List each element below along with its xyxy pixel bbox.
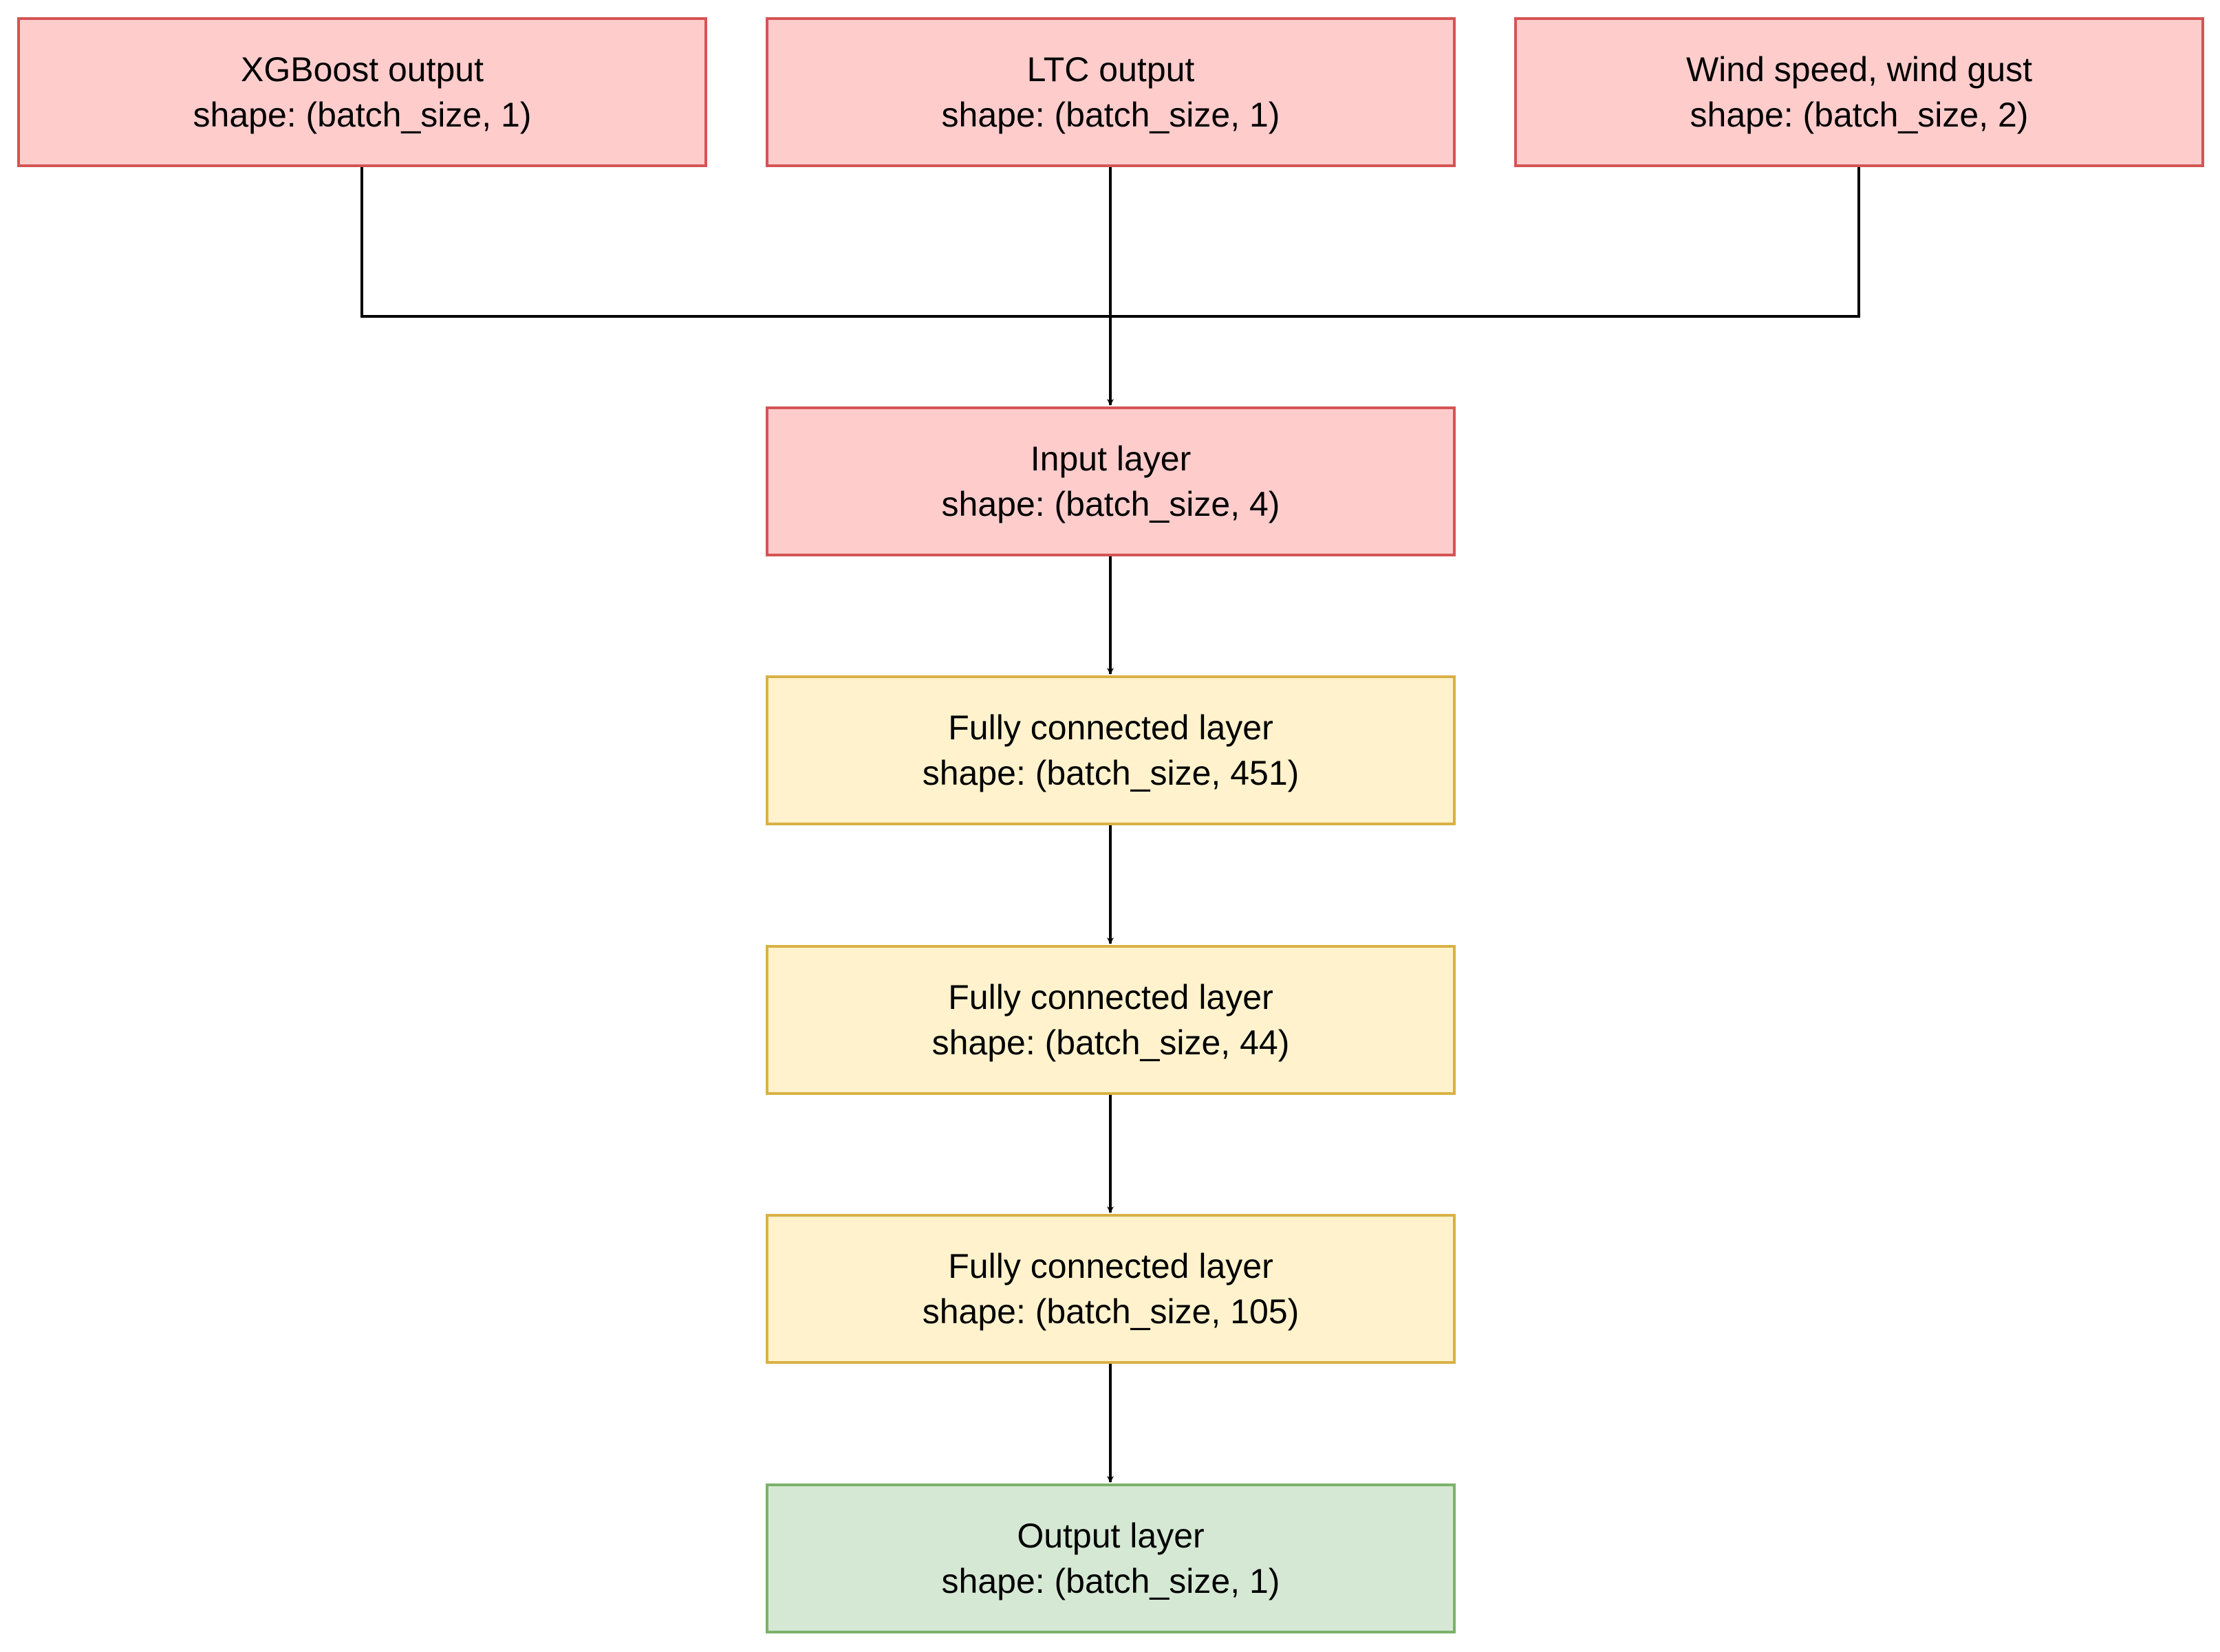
node-title: Fully connected layer — [948, 1247, 1273, 1285]
node-fully-connected-layer-3: Fully connected layer shape: (batch_size… — [766, 1214, 1456, 1364]
node-shape: shape: (batch_size, 2) — [1690, 96, 2029, 134]
edge-xgboost-to-input — [360, 167, 1110, 318]
node-shape: shape: (batch_size, 1) — [941, 1562, 1280, 1600]
node-title: LTC output — [1026, 50, 1195, 89]
node-shape: shape: (batch_size, 4) — [941, 485, 1280, 523]
node-title: Output layer — [1017, 1517, 1205, 1555]
node-shape: shape: (batch_size, 1) — [193, 96, 532, 134]
edge-wind-to-input — [1110, 167, 1860, 318]
node-shape: shape: (batch_size, 44) — [931, 1023, 1290, 1062]
node-title: Fully connected layer — [948, 708, 1273, 747]
node-fully-connected-layer-2: Fully connected layer shape: (batch_size… — [766, 945, 1456, 1095]
node-shape: shape: (batch_size, 1) — [941, 96, 1280, 134]
node-wind-speed-gust: Wind speed, wind gust shape: (batch_size… — [1514, 17, 2204, 167]
node-shape: shape: (batch_size, 451) — [922, 754, 1300, 792]
node-title: Wind speed, wind gust — [1685, 50, 2033, 89]
node-title: Input layer — [1030, 439, 1192, 478]
node-input-layer: Input layer shape: (batch_size, 4) — [766, 406, 1456, 556]
node-shape: shape: (batch_size, 105) — [922, 1292, 1300, 1331]
node-title: XGBoost output — [240, 50, 484, 89]
node-output-layer: Output layer shape: (batch_size, 1) — [766, 1483, 1456, 1633]
node-fully-connected-layer-1: Fully connected layer shape: (batch_size… — [766, 675, 1456, 825]
node-title: Fully connected layer — [948, 978, 1273, 1017]
node-ltc-output: LTC output shape: (batch_size, 1) — [766, 17, 1456, 167]
node-xgboost-output: XGBoost output shape: (batch_size, 1) — [17, 17, 707, 167]
